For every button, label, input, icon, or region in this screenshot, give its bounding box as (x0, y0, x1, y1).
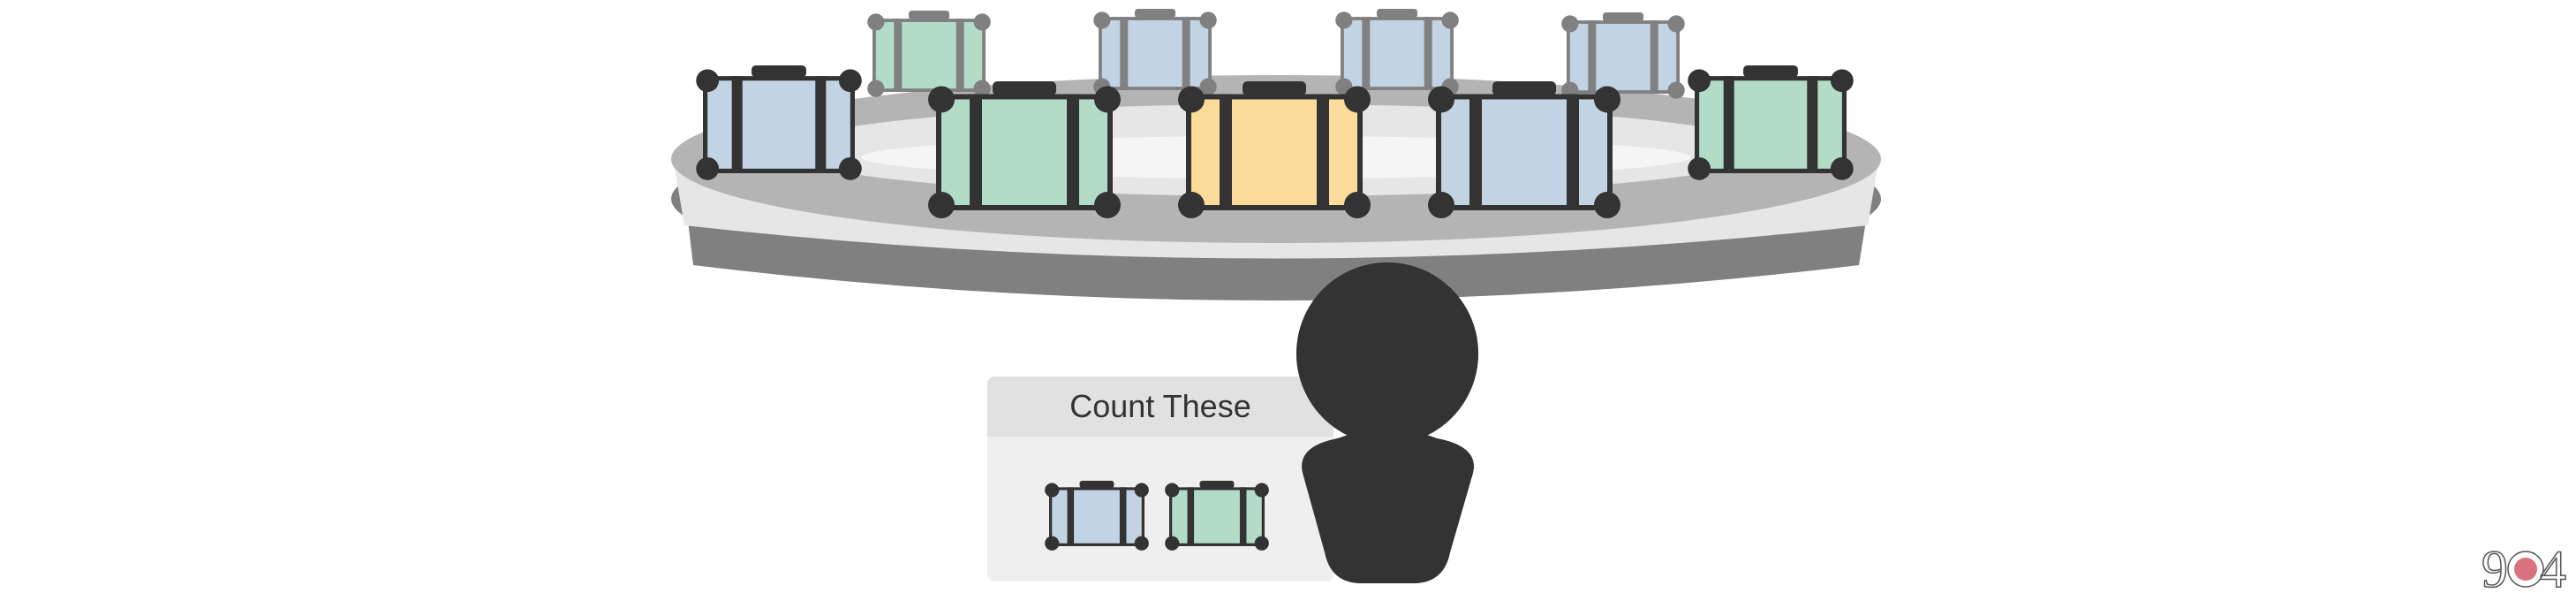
suitcase-front-yellow (1178, 81, 1371, 218)
logo-dot (2514, 558, 2537, 581)
suitcase-front-green-1 (928, 81, 1121, 218)
suitcase-back-blue-2 (1335, 9, 1459, 95)
suitcase-back-green (867, 11, 991, 97)
suitcase-back-blue-1 (1093, 9, 1217, 95)
logo-digit-left: 9 (2482, 541, 2508, 592)
count-panel-title: Count These (1069, 388, 1251, 424)
count-panel: Count These (987, 376, 1333, 582)
logo-digit-right: 4 (2540, 541, 2566, 592)
target-suitcase-green (1165, 481, 1269, 551)
suitcase-front-green-right (1688, 65, 1854, 180)
carousel-front-row (696, 65, 1854, 218)
suitcase-back-blue-3 (1561, 12, 1685, 99)
target-suitcases (1045, 481, 1269, 551)
count-panel-targets (987, 437, 1333, 582)
carousel-back-row (867, 9, 1685, 99)
suitcase-front-blue-center (1428, 81, 1620, 218)
logo-ring (2507, 551, 2544, 588)
brand-logo: 9 4 (2481, 541, 2567, 592)
suitcase-front-blue-left (696, 65, 862, 180)
target-suitcase-blue (1045, 481, 1149, 551)
count-panel-header: Count These (987, 376, 1333, 437)
